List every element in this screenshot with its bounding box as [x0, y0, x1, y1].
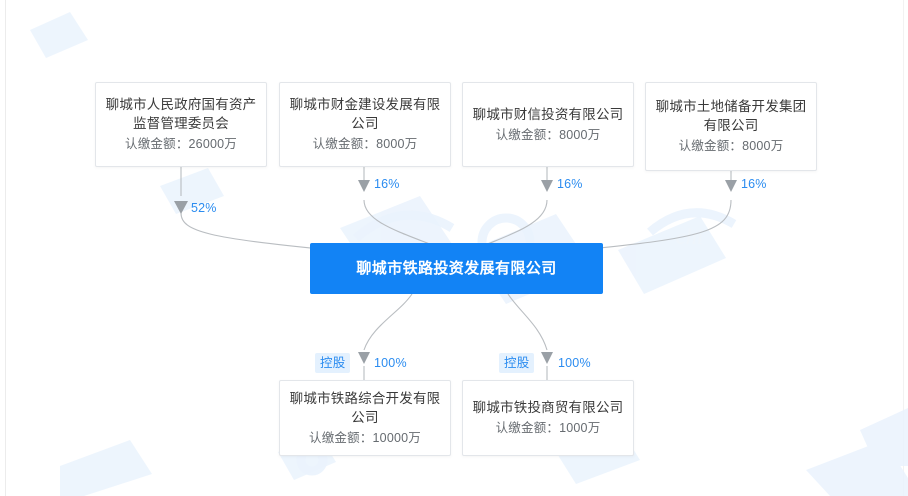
arrowhead-6 — [541, 352, 553, 364]
subsidiary-percent-label-2: 100% — [558, 356, 591, 370]
arrowhead-4 — [725, 180, 737, 192]
svg-text:chi: chi — [676, 224, 703, 249]
edge-curve-2 — [363, 199, 441, 249]
subsidiary-amount-1: 认缴金额：10000万 — [309, 430, 421, 445]
center-company-node[interactable]: 聊城市铁路投资发展有限公司 — [310, 243, 603, 294]
shareholder-amount-1: 认缴金额：26000万 — [125, 137, 237, 151]
arrowhead-1 — [174, 201, 188, 214]
shareholder-name-3: 聊城市财信投资有限公司 — [472, 106, 624, 122]
relation-badge-1: 控股 — [315, 353, 351, 373]
arrowhead-3 — [541, 180, 553, 192]
edge-percent-label-3: 16% — [557, 177, 583, 191]
subsidiary-name-1: 聊城市铁路综合开发有限公司 — [289, 390, 441, 425]
shareholder-amount-3: 认缴金额：8000万 — [495, 127, 601, 142]
shareholder-node-4[interactable]: 聊城市土地储备开发集团有限公司 认缴金额：8000万 — [645, 82, 817, 171]
shareholder-name-2: 聊城市财金建设发展有限公司 — [289, 97, 441, 131]
edge-curve-1 — [180, 212, 331, 251]
relation-badge-2: 控股 — [499, 353, 535, 373]
subsidiary-node-2[interactable]: 聊城市铁投商贸有限公司 认缴金额：1000万 — [462, 380, 634, 456]
subsidiary-node-1[interactable]: 聊城市铁路综合开发有限公司 认缴金额：10000万 — [279, 380, 451, 456]
page-right-rule — [903, 0, 904, 496]
edge-percent-label-1: 52% — [191, 201, 217, 215]
arrowhead-2 — [358, 180, 370, 192]
center-company-name: 聊城市铁路投资发展有限公司 — [356, 259, 557, 277]
shareholder-name-1: 聊城市人民政府国有资产监督管理委员会 — [105, 97, 257, 131]
shareholder-node-2[interactable]: 聊城市财金建设发展有限公司 认缴金额：8000万 — [279, 82, 451, 167]
shareholder-amount-2: 认缴金额：8000万 — [312, 137, 418, 151]
page-left-rule — [5, 0, 6, 496]
subsidiary-name-2: 聊城市铁投商贸有限公司 — [472, 400, 624, 415]
edge-curve-5 — [363, 293, 413, 351]
shareholder-node-1[interactable]: 聊城市人民政府国有资产监督管理委员会 认缴金额：26000万 — [95, 82, 267, 167]
edge-curve-3 — [475, 199, 548, 250]
shareholder-amount-4: 认缴金额：8000万 — [678, 139, 784, 153]
subsidiary-amount-2: 认缴金额：1000万 — [495, 421, 601, 435]
subsidiary-percent-label-1: 100% — [374, 356, 407, 370]
edge-percent-label-2: 16% — [374, 177, 400, 191]
edge-curve-4 — [579, 199, 732, 251]
shareholder-node-3[interactable]: 聊城市财信投资有限公司 认缴金额：8000万 — [462, 82, 634, 167]
arrowhead-5 — [358, 352, 370, 364]
edge-percent-label-4: 16% — [741, 177, 767, 191]
edge-curve-6 — [507, 293, 548, 351]
shareholder-name-4: 聊城市土地储备开发集团有限公司 — [655, 99, 807, 133]
